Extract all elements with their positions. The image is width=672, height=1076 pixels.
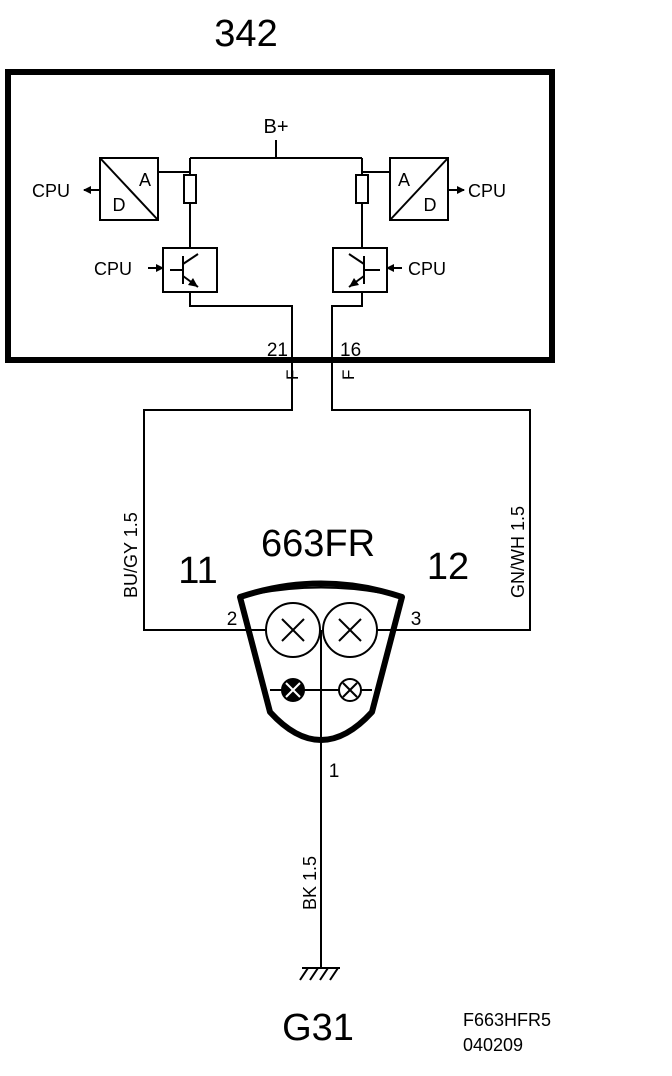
wire-ground-label: BK 1.5 (300, 856, 320, 910)
footer-date: 040209 (463, 1035, 523, 1055)
adc-right-d: D (424, 195, 437, 215)
footer-code: F663HFR5 (463, 1010, 551, 1030)
lamp-number-right: 12 (427, 546, 469, 588)
pin-21: 21 (267, 340, 288, 361)
lamp-pin-3: 3 (411, 609, 422, 630)
adc-right: A D (389, 157, 449, 221)
wire-left-label: BU/GY 1.5 (121, 512, 141, 598)
cpu-label-adc-left: CPU (32, 181, 70, 201)
transistor-right (332, 247, 388, 293)
bulb-right (322, 602, 378, 658)
adc-left-d: D (113, 195, 126, 215)
transistor-left (162, 247, 218, 293)
lamp-pin-1: 1 (329, 761, 340, 782)
lamp-pin-2: 2 (227, 609, 238, 630)
lamp-title: 663FR (261, 523, 375, 565)
adc-left: A D (99, 157, 159, 221)
resistor-left (183, 174, 197, 204)
ground-id: G31 (282, 1007, 354, 1049)
indicator-led-right (338, 678, 362, 702)
lamp-number-left: 11 (178, 550, 217, 592)
wire-right (331, 360, 531, 631)
cpu-label-transistor-right: CPU (408, 259, 446, 279)
wire-right-label: GN/WH 1.5 (508, 506, 528, 598)
bulb-left (265, 602, 321, 658)
indicator-led-left (281, 678, 305, 702)
cpu-label-transistor-left: CPU (94, 259, 132, 279)
supply-label: B+ (263, 116, 288, 138)
ground-symbol-icon (299, 967, 340, 981)
wire-left (143, 360, 293, 631)
adc-right-a: A (398, 170, 410, 190)
pin-16: 16 (340, 340, 361, 361)
resistor-right (355, 174, 369, 204)
module-frame (5, 69, 555, 363)
module-output-wires (189, 292, 363, 360)
adc-left-a: A (139, 170, 151, 190)
cpu-label-adc-right: CPU (468, 181, 506, 201)
pin-mark-16: F (339, 370, 358, 380)
module-title: 342 (214, 13, 277, 55)
